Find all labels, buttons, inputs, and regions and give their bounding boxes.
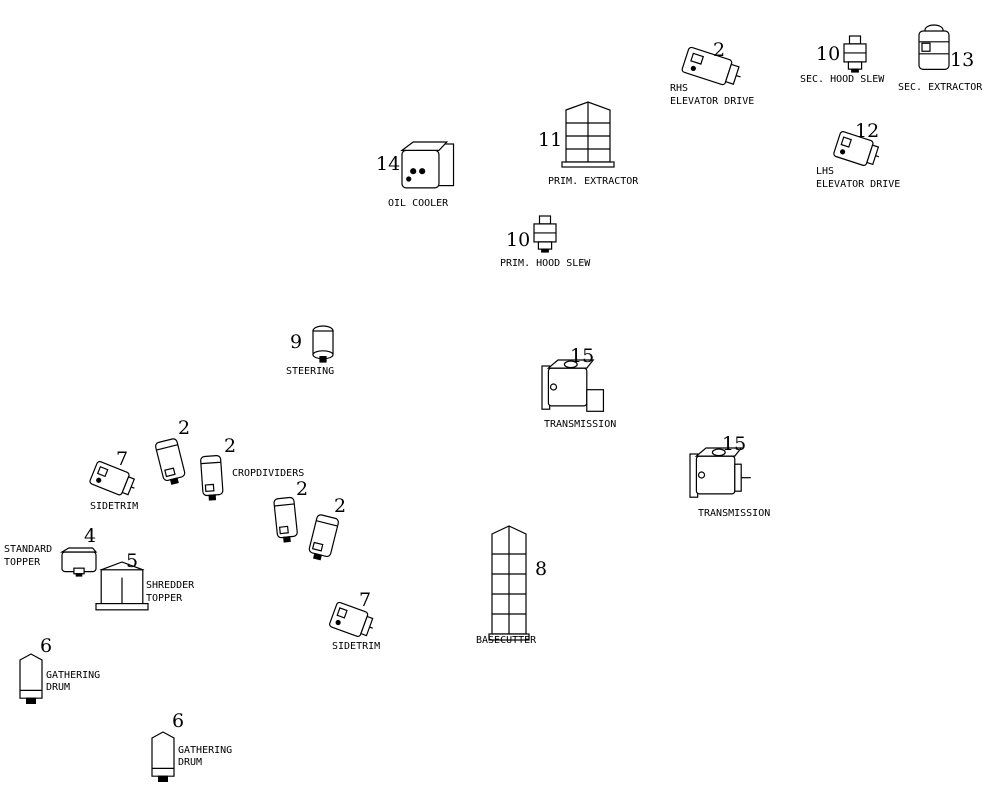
cropdivider-3-part-drawing bbox=[273, 496, 298, 543]
transmission-1-callout-number: 15 bbox=[570, 345, 594, 367]
gathering-drum-2-label-line: GATHERING bbox=[178, 745, 232, 756]
standard-topper-callout-number: 4 bbox=[84, 525, 96, 547]
cropdivider-4-part-drawing bbox=[308, 514, 339, 561]
steering-label-line: STEERING bbox=[286, 366, 334, 377]
prim-hood-slew-part-drawing bbox=[533, 215, 557, 253]
sec-hood-slew-callout-number: 10 bbox=[816, 43, 840, 65]
prim-hood-slew-label-line: PRIM. HOOD SLEW bbox=[500, 258, 591, 269]
cropdivider-1-part-drawing bbox=[155, 438, 186, 485]
standard-topper-part-drawing bbox=[59, 547, 98, 577]
oil-cooler-label-line: OIL COOLER bbox=[388, 198, 449, 209]
lhs-elevator-drive-label-line: LHS bbox=[816, 166, 834, 177]
sec-extractor-part-drawing bbox=[918, 24, 950, 71]
basecutter-callout-number: 8 bbox=[535, 558, 547, 580]
cropdivider-2-part-drawing bbox=[200, 455, 224, 501]
sidetrim-2-label-line: SIDETRIM bbox=[332, 641, 380, 652]
cropdivider-2-callout-number: 2 bbox=[224, 435, 236, 457]
oil-cooler-part-drawing bbox=[400, 141, 455, 189]
cropdivider-4-callout-number: 2 bbox=[334, 495, 346, 517]
lhs-elevator-drive-part-drawing bbox=[833, 131, 880, 166]
shredder-topper-label-line: TOPPER bbox=[146, 593, 183, 604]
gathering-drum-2-callout-number: 6 bbox=[172, 710, 184, 732]
rhs-elevator-drive-callout-number: 2 bbox=[713, 39, 725, 61]
basecutter-part-drawing bbox=[488, 525, 530, 641]
transmission-1-part-drawing bbox=[541, 359, 605, 412]
steering-part-drawing bbox=[312, 325, 334, 363]
transmission-2-part-drawing bbox=[689, 447, 751, 498]
prim-extractor-part-drawing bbox=[561, 101, 615, 168]
rhs-elevator-drive-part-drawing bbox=[681, 46, 741, 86]
rhs-elevator-drive-label-line: RHS bbox=[670, 83, 688, 94]
cropdivider-2-label-line: CROPDIVIDERS bbox=[232, 468, 304, 479]
rhs-elevator-drive-label-line: ELEVATOR DRIVE bbox=[670, 96, 754, 107]
standard-topper-label-line: STANDARD bbox=[4, 544, 52, 555]
sec-extractor-label-line: SEC. EXTRACTOR bbox=[898, 82, 983, 93]
gathering-drum-1-callout-number: 6 bbox=[40, 635, 52, 657]
shredder-topper-callout-number: 5 bbox=[126, 550, 138, 572]
basecutter-label-line: BASECUTTER bbox=[476, 635, 537, 646]
sidetrim-2-part-drawing bbox=[329, 601, 374, 637]
shredder-topper-label-line: SHREDDER bbox=[146, 580, 195, 591]
gathering-drum-2-label-line: DRUM bbox=[178, 757, 202, 768]
sidetrim-1-part-drawing bbox=[89, 460, 136, 496]
transmission-1-label-line: TRANSMISSION bbox=[544, 419, 616, 430]
sidetrim-1-callout-number: 7 bbox=[116, 448, 128, 470]
gathering-drum-2-part-drawing bbox=[151, 731, 175, 783]
cropdivider-3-callout-number: 2 bbox=[296, 478, 308, 500]
transmission-2-callout-number: 15 bbox=[722, 433, 746, 455]
standard-topper-label-line: TOPPER bbox=[4, 557, 41, 568]
sec-hood-slew-label-line: SEC. HOOD SLEW bbox=[800, 74, 885, 85]
gathering-drum-1-label-line: GATHERING bbox=[46, 670, 100, 681]
prim-extractor-label-line: PRIM. EXTRACTOR bbox=[548, 176, 639, 187]
sec-hood-slew-part-drawing bbox=[843, 35, 867, 73]
prim-hood-slew-callout-number: 10 bbox=[506, 229, 530, 251]
gathering-drum-1-part-drawing bbox=[19, 653, 43, 705]
steering-callout-number: 9 bbox=[290, 331, 302, 353]
transmission-2-label-line: TRANSMISSION bbox=[698, 508, 770, 519]
sec-extractor-callout-number: 13 bbox=[950, 49, 974, 71]
gathering-drum-1-label-line: DRUM bbox=[46, 682, 70, 693]
oil-cooler-callout-number: 14 bbox=[376, 153, 400, 175]
shredder-topper-part-drawing bbox=[95, 561, 149, 611]
prim-extractor-callout-number: 11 bbox=[538, 129, 562, 151]
sidetrim-2-callout-number: 7 bbox=[359, 589, 371, 611]
component-drawings bbox=[19, 24, 950, 783]
lhs-elevator-drive-callout-number: 12 bbox=[855, 120, 879, 142]
lhs-elevator-drive-label-line: ELEVATOR DRIVE bbox=[816, 179, 900, 190]
sidetrim-1-label-line: SIDETRIM bbox=[90, 501, 138, 512]
cropdivider-1-callout-number: 2 bbox=[178, 417, 190, 439]
